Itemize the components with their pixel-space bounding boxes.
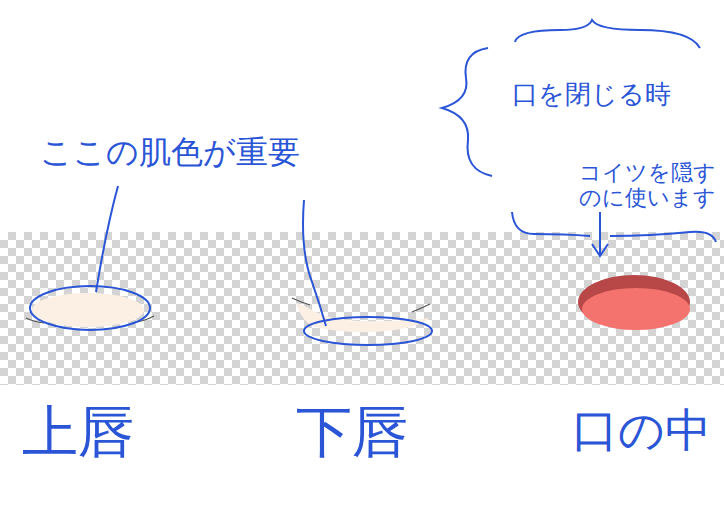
mouth-interior [582,288,690,330]
leader-line [96,186,118,292]
bracket [442,48,492,176]
note-text: コイツを隠す のに使います [576,160,716,211]
upper-lip [32,293,144,327]
highlight-circle [30,286,150,330]
lip-line [292,298,310,305]
lip-line [412,304,430,312]
transparency-grid [0,232,724,385]
leader-line [303,200,326,326]
part-name: 上唇 [22,400,134,464]
note-text: ここの肌色が重要 [40,134,300,171]
mouth-interior [578,275,690,329]
highlight-circle [304,317,432,345]
note-text: 口を閉じる時 [512,80,671,110]
bracket [515,20,700,48]
arrow [592,212,608,256]
part-name: 口の中 [572,404,711,457]
part-name: 下唇 [296,400,408,464]
bracket [512,212,716,242]
